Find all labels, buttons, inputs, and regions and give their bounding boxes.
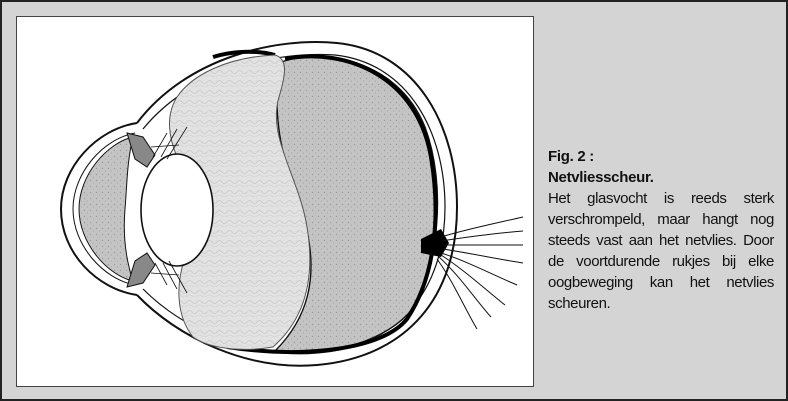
eye-diagram-panel [16, 16, 534, 387]
figure-caption: Fig. 2 : Netvliesscheur. Het glasvocht i… [548, 146, 774, 314]
lens [141, 154, 213, 266]
figure-caption-text: Het glasvocht is reeds sterk verschrompe… [548, 188, 774, 314]
optic-nerve [437, 217, 523, 329]
figure-label: Fig. 2 : [548, 146, 774, 167]
iris-bottom [127, 253, 155, 287]
figure-title: Netvliesscheur. [548, 167, 774, 188]
eye-cross-section-diagram [17, 17, 533, 386]
iris-top [127, 133, 155, 167]
anterior-chamber [79, 137, 133, 281]
